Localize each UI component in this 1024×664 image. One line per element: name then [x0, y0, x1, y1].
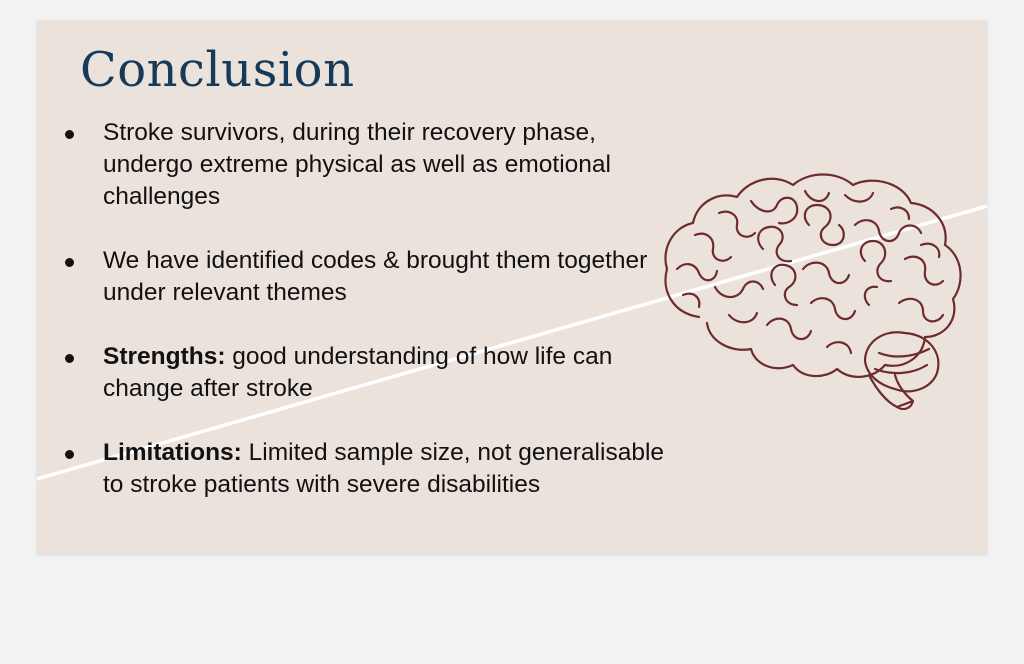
bullet-bold-label: Limitations: — [103, 439, 242, 466]
bullet-item-codes: We have identified codes & brought them … — [65, 245, 665, 309]
bullet-dot-icon — [65, 258, 74, 267]
bullet-text: We have identified codes & brought them … — [103, 247, 648, 306]
bullet-text: Limited sample size, not generalisable t… — [103, 439, 665, 498]
bullet-dot-icon — [65, 354, 74, 363]
bullet-item-recovery: Stroke survivors, during their recovery … — [65, 117, 665, 213]
bullet-bold-label: Strengths: — [103, 343, 226, 370]
bullet-dot-icon — [65, 450, 74, 459]
brain-icon — [664, 173, 962, 410]
slide-title: Conclusion — [80, 42, 355, 98]
diagonal-accent-line — [37, 204, 987, 481]
bullet-dot-icon — [65, 130, 74, 139]
conclusion-bullet-list: Stroke survivors, during their recovery … — [65, 117, 665, 533]
bullet-text: good understanding of how life can chang… — [103, 343, 613, 402]
bullet-item-limitations: Limitations: Limited sample size, not ge… — [65, 437, 665, 501]
bullet-text: Stroke survivors, during their recovery … — [103, 119, 611, 210]
bullet-item-strengths: Strengths: good understanding of how lif… — [65, 341, 665, 405]
slide: Conclusion Stroke survivors, during thei… — [37, 20, 987, 554]
